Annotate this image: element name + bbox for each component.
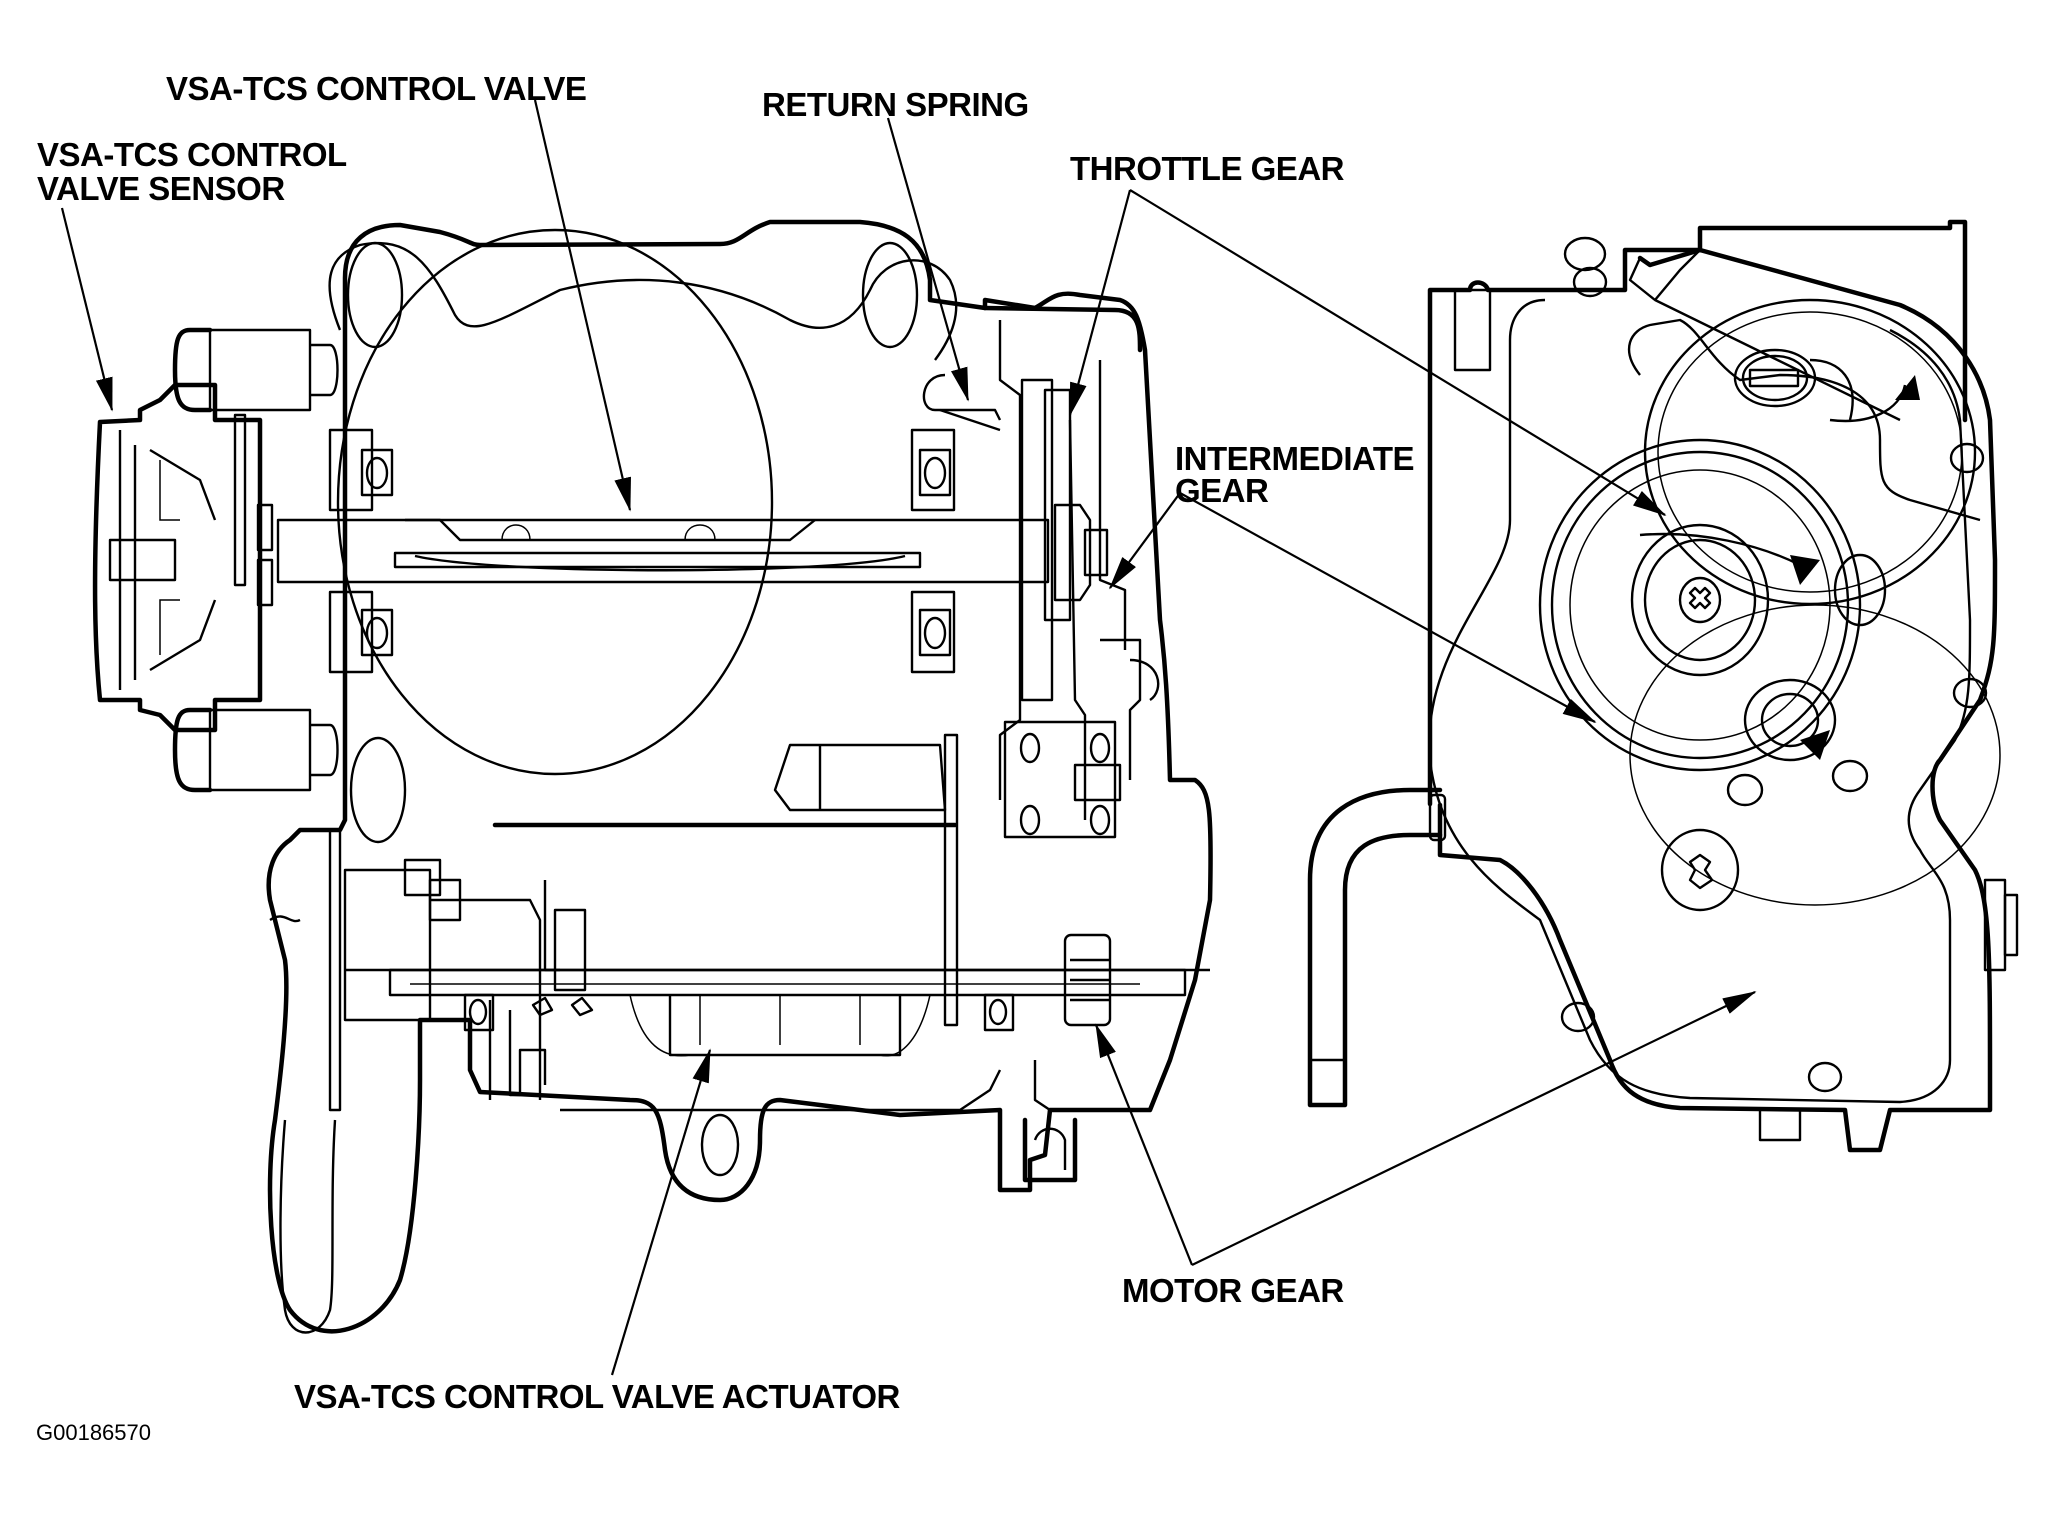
- label-control-valve-sensor-line2: VALVE SENSOR: [37, 170, 285, 207]
- plate-screw-boss: [684, 524, 716, 541]
- mount-hole: [1563, 236, 1607, 272]
- gear-housing-outline: [1437, 247, 1998, 1153]
- leader-intermediate-gear-right: [1179, 492, 1597, 723]
- phillips-screw: [1678, 576, 1722, 624]
- rotation-arrow-motor: [1800, 730, 1830, 760]
- housing-screw: [1660, 828, 1740, 912]
- return-spring-section: [922, 373, 1002, 421]
- leader-throttle-gear-right: [1129, 189, 1667, 516]
- throttle-body-section: [92, 219, 1213, 1334]
- throttle-gear: [1628, 298, 1981, 606]
- housing-inner-outline: [1428, 298, 1972, 1104]
- left-bearing-upper: [328, 428, 394, 512]
- mount-hole: [1952, 677, 1988, 709]
- right-bearing-lower: [910, 590, 956, 674]
- housing-hose: [1307, 787, 1443, 1108]
- label-intermediate-gear-line1: INTERMEDIATE: [1175, 440, 1414, 477]
- flange-bolt-lower: [172, 707, 339, 793]
- motor-connector: [1022, 1117, 1078, 1183]
- shaft-nut: [1053, 503, 1092, 602]
- housing-screw: [1833, 553, 1887, 627]
- mounting-loop: [279, 1119, 337, 1334]
- rotation-arrow-throttle: [1809, 358, 1854, 421]
- label-control-valve-actuator: VSA-TCS CONTROL VALVE ACTUATOR: [294, 1378, 901, 1415]
- control-valve-sensor-housing: [92, 382, 274, 733]
- gear-housing-view: [1307, 219, 2019, 1153]
- intermediate-gear: [1538, 438, 1862, 772]
- throttle-shaft-bulge: [405, 518, 816, 542]
- leader-control-valve: [533, 99, 632, 512]
- motor-armature: [668, 995, 902, 1057]
- leader-lines: [60, 99, 1757, 1376]
- mount-hole: [1807, 1061, 1843, 1093]
- throttle-bore: [336, 228, 774, 776]
- figure-id-code: G00186570: [36, 1420, 151, 1445]
- label-motor-gear: MOTOR GEAR: [1122, 1272, 1344, 1309]
- flange-hole: [861, 241, 919, 349]
- label-return-spring: RETURN SPRING: [762, 86, 1029, 123]
- throttle-valve-plate: [393, 551, 922, 569]
- leader-motor-gear-right: [1191, 991, 1757, 1266]
- labels: VSA-TCS CONTROL VALVE VSA-TCS CONTROL VA…: [36, 70, 1415, 1445]
- gear-case-section: [773, 305, 1160, 1027]
- housing-connector: [1758, 1110, 1802, 1142]
- leader-intermediate-gear-left: [1108, 492, 1181, 590]
- label-control-valve: VSA-TCS CONTROL VALVE: [166, 70, 586, 107]
- leader-control-valve-sensor: [60, 207, 114, 412]
- label-intermediate-gear-line2: GEAR: [1175, 472, 1269, 509]
- leader-return-spring: [886, 117, 970, 402]
- leader-throttle-gear-left: [1068, 189, 1132, 417]
- intermediate-gear-section: [1100, 638, 1142, 780]
- mount-hole: [1572, 266, 1608, 298]
- motor-gear: [1629, 553, 2019, 1142]
- top-bracket: [1628, 249, 1901, 422]
- control-valve-actuator-section: [269, 822, 1210, 1334]
- throttle-shaft: [276, 518, 1050, 584]
- label-control-valve-sensor-line1: VSA-TCS CONTROL: [37, 136, 347, 173]
- flange-bolt-upper: [172, 327, 339, 413]
- rotation-arrow-intermediate: [1639, 532, 1801, 567]
- label-throttle-gear: THROTTLE GEAR: [1070, 150, 1345, 187]
- throttle-gear-section: [1020, 378, 1054, 702]
- left-bearing-lower: [328, 590, 394, 674]
- phillips-cross: [1688, 586, 1712, 610]
- mount-hole: [1949, 442, 1985, 474]
- leader-actuator: [610, 1048, 712, 1376]
- plate-screw-boss: [501, 524, 531, 541]
- flange-inner-boss: [328, 242, 958, 361]
- throttle-valve-plate-curve: [414, 554, 906, 572]
- flange-hole: [346, 241, 404, 349]
- right-bearing-upper: [910, 428, 956, 512]
- mount-hole: [1560, 1001, 1596, 1033]
- flange-hole: [700, 1113, 740, 1177]
- leader-motor-gear-left: [1094, 1023, 1194, 1266]
- flange-hole: [349, 736, 407, 844]
- throttle-body-flange-outline: [266, 219, 1213, 1334]
